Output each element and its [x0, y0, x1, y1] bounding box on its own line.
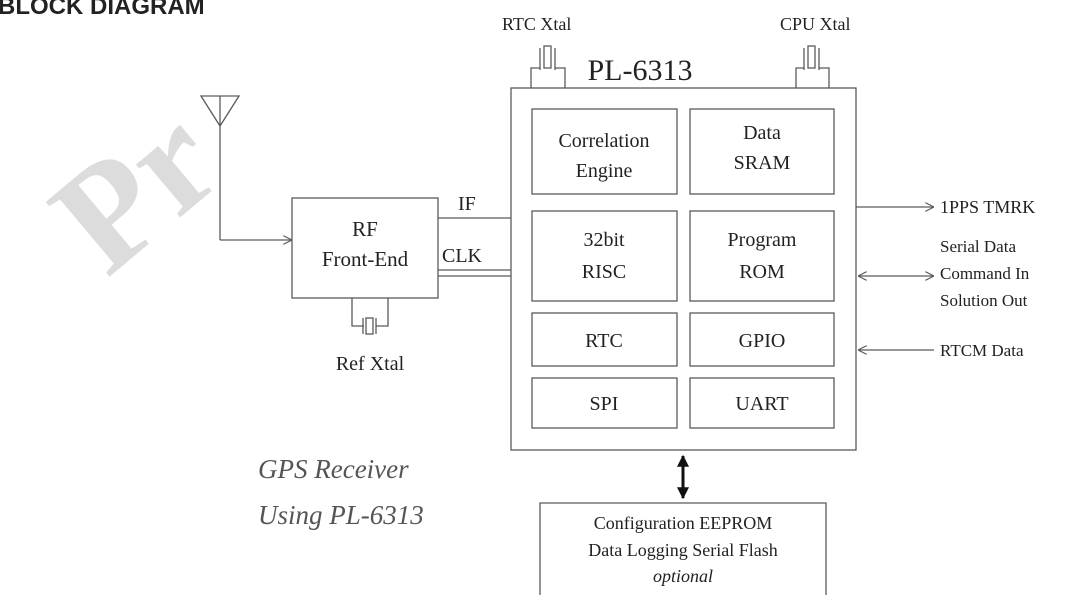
eeprom-line2: Data Logging Serial Flash: [588, 540, 777, 560]
antenna-icon: [199, 95, 292, 240]
rom-line2: ROM: [739, 261, 785, 283]
pl6313-chip: Correlation Engine Data SRAM 32bit RISC …: [510, 87, 857, 451]
rtcm-label: RTCM Data: [940, 341, 1024, 360]
correlation-line1: Correlation: [558, 130, 649, 152]
rtc-xtal-icon: [530, 45, 566, 88]
rf-front-end-block: RF Front-End: [291, 197, 439, 299]
if-label: IF: [458, 193, 476, 215]
serial-line3: Solution Out: [940, 291, 1028, 310]
pps-label: 1PPS TMRK: [940, 197, 1035, 217]
eeprom-line1: Configuration EEPROM: [594, 513, 773, 533]
risc-line2: RISC: [582, 261, 626, 283]
ref-xtal-icon: [351, 298, 389, 335]
rtc-block: [531, 312, 678, 367]
uart-block: [689, 377, 835, 429]
caption-line1: GPS Receiver: [258, 454, 409, 484]
rom-line1: Program: [728, 229, 797, 251]
serial-line2: Command In: [940, 264, 1030, 283]
spi-block: [531, 377, 678, 429]
program-rom-block: [689, 210, 835, 302]
chip-name: PL-6313: [588, 54, 693, 87]
eeprom-block: Configuration EEPROM Data Logging Serial…: [539, 502, 827, 595]
rf-title-line2: Front-End: [322, 247, 409, 271]
correlation-line2: Engine: [576, 160, 633, 182]
serial-line1: Serial Data: [940, 237, 1016, 256]
clk-label: CLK: [442, 245, 483, 267]
page-heading: BLOCK DIAGRAM: [0, 0, 205, 20]
ref-xtal-label: Ref Xtal: [336, 353, 405, 375]
correlation-engine-block: [531, 108, 678, 195]
spi-label: SPI: [590, 393, 619, 415]
sram-line2: SRAM: [734, 152, 791, 174]
risc-line1: 32bit: [583, 229, 625, 251]
cpu-xtal-label: CPU Xtal: [780, 14, 851, 34]
watermark-text: Pr: [21, 75, 249, 304]
rf-title-line1: RF: [352, 217, 378, 241]
cpu-xtal-icon: [795, 45, 830, 88]
rtc-xtal-label: RTC Xtal: [502, 14, 571, 34]
caption-line2: Using PL-6313: [258, 500, 424, 530]
risc-block: [531, 210, 678, 302]
uart-label: UART: [735, 393, 788, 415]
gpio-label: GPIO: [739, 330, 786, 352]
data-sram-block: [689, 108, 835, 195]
rtc-label: RTC: [585, 330, 623, 352]
gpio-block: [689, 312, 835, 367]
eeprom-line3: optional: [653, 566, 713, 586]
sram-line1: Data: [743, 122, 781, 144]
